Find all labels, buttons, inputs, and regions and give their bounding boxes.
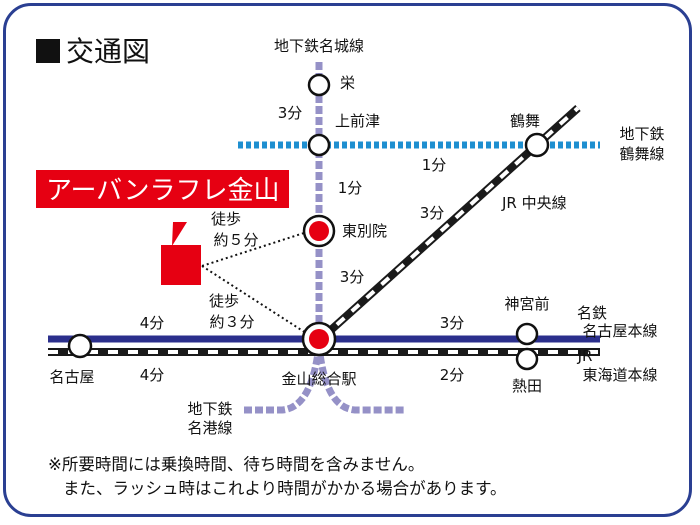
title-marker — [36, 39, 60, 63]
station-jingumae — [515, 322, 539, 346]
label-meiko-line-1: 地下鉄 — [187, 400, 232, 418]
label-meitetsu-line-2: 名古屋本線 — [582, 322, 657, 340]
station-higashibetsuin — [309, 221, 329, 241]
meiko-line-east — [315, 344, 405, 414]
station-sakae — [307, 73, 331, 97]
station-atsuta — [515, 347, 539, 371]
time-jr-east: 2分 — [440, 366, 465, 384]
walk-route-kanayama — [201, 265, 307, 334]
label-meitetsu-line-1: 名鉄 — [577, 304, 607, 322]
time-sakae-kamimaezu: 3分 — [278, 104, 303, 122]
footnote-line-2: また、ラッシュ時はこれより時間がかかる場合があります。 — [63, 479, 507, 498]
label-station-atsuta: 熱田 — [512, 377, 542, 395]
property-callout-pointer — [172, 222, 187, 246]
property-name-box — [36, 170, 289, 208]
label-jr-tokaido-line-2: 東海道本線 — [582, 366, 657, 384]
property-name: アーバンラフレ金山 — [46, 176, 279, 206]
time-kamimaezu-higashibetsuin: 1分 — [338, 179, 363, 197]
property-marker — [161, 245, 201, 285]
station-nagoya — [67, 333, 93, 359]
map-frame — [3, 3, 692, 517]
station-kanayama — [309, 329, 329, 349]
map-title: 交通図 — [66, 35, 150, 68]
label-station-higashibetsuin: 東別院 — [342, 222, 387, 240]
time-jr-chuo: 3分 — [420, 204, 445, 222]
label-jr-tokaido-line-1: JR — [577, 347, 593, 365]
walk-label-kanayama-2: 約３分 — [209, 313, 254, 331]
label-tsurumai-line-2: 鶴舞線 — [619, 145, 664, 163]
station-tsurumai — [524, 132, 550, 158]
label-station-kamimaezu: 上前津 — [335, 112, 380, 130]
time-kamimaezu-tsurumai: 1分 — [422, 156, 447, 174]
label-station-nagoya: 名古屋 — [49, 368, 94, 386]
label-station-kanayama: 金山総合駅 — [281, 370, 356, 388]
label-station-tsurumai: 鶴舞 — [510, 112, 540, 130]
walk-label-higashibetsuin-1: 徒歩 — [211, 210, 241, 228]
walk-label-kanayama-1: 徒歩 — [209, 292, 239, 310]
label-meijo-line: 地下鉄名城線 — [274, 37, 364, 55]
meiko-line-west — [244, 344, 323, 414]
time-higashibetsuin-kanayama: 3分 — [340, 268, 365, 286]
footnote-line-1: ※所要時間には乗換時間、待ち時間を含みません。 — [48, 455, 425, 474]
label-meiko-line-2: 名港線 — [187, 419, 232, 437]
label-station-sakae: 栄 — [340, 74, 355, 92]
time-jr-west: 4分 — [140, 366, 165, 384]
label-tsurumai-line-1: 地下鉄 — [619, 125, 664, 143]
label-station-jingumae: 神宮前 — [504, 295, 549, 313]
station-kamimaezu — [307, 133, 331, 157]
time-meitetsu-west: 4分 — [140, 314, 165, 332]
time-meitetsu-east: 3分 — [440, 314, 465, 332]
label-jr-chuo-line: JR 中央線 — [501, 194, 567, 212]
walk-label-higashibetsuin-2: 約５分 — [213, 231, 258, 249]
